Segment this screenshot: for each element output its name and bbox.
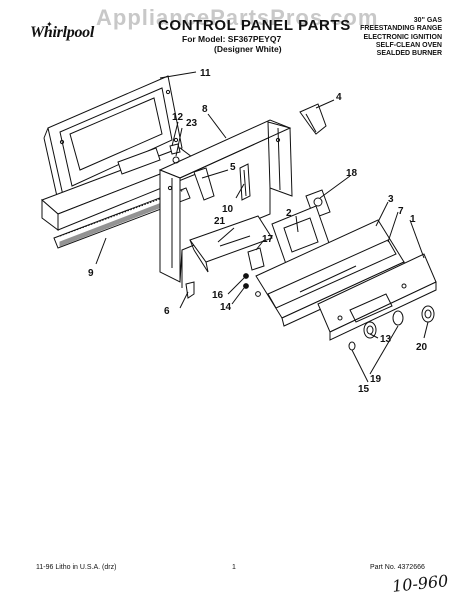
- callout-2: 2: [286, 208, 292, 219]
- part-end-cap: [300, 104, 326, 134]
- description-line: SELF-CLEAN OVEN: [375, 41, 442, 49]
- footer-print-info: 11-96 Litho in U.S.A. (drz): [36, 564, 117, 571]
- description-line: SEALDED BURNER: [376, 50, 442, 58]
- footer-page-number: 1: [232, 564, 236, 571]
- callout-8: 8: [202, 104, 208, 115]
- part-heat-shield: [190, 216, 272, 272]
- brand-logo-star-icon: ✦: [46, 20, 53, 29]
- brand-logo: Whirlpool: [30, 24, 94, 41]
- part-control-panel-frame: [160, 120, 292, 288]
- callout-labels: 11 12 23 8 4 5 10 18 2 3 7 1 21 17 9 16 …: [88, 68, 428, 395]
- watermark-text: AppliancePartsPros.com: [96, 5, 379, 30]
- callout-23: 23: [186, 118, 198, 129]
- callout-12: 12: [172, 112, 184, 123]
- part-control-panel-front: [318, 254, 436, 340]
- part-rear-shield: [44, 76, 182, 210]
- part-bracket: [194, 164, 250, 200]
- callout-20: 20: [416, 342, 428, 353]
- description-line: FREESTANDING RANGE: [360, 25, 442, 33]
- page-title: CONTROL PANEL PARTS: [158, 17, 351, 34]
- part-control-knobs: [349, 306, 434, 350]
- model-finish: (Designer White): [214, 44, 282, 54]
- callout-18: 18: [346, 168, 358, 179]
- callout-4: 4: [336, 92, 342, 103]
- leader-lines: [96, 72, 428, 382]
- callout-9: 9: [88, 268, 94, 279]
- callout-1: 1: [410, 214, 416, 225]
- callout-14: 14: [220, 302, 232, 313]
- callout-21: 21: [214, 216, 226, 227]
- callout-11: 11: [200, 68, 211, 79]
- callout-15: 15: [358, 384, 370, 395]
- callout-7: 7: [398, 206, 404, 217]
- part-clip: [170, 144, 180, 163]
- callout-13: 13: [380, 334, 392, 345]
- callout-10: 10: [222, 204, 234, 215]
- callout-6: 6: [164, 306, 170, 317]
- description-line: ELECTRONIC IGNITION: [363, 33, 442, 41]
- model-number: For Model: SF367PEYQ7: [182, 34, 282, 44]
- callout-17: 17: [262, 234, 274, 245]
- part-switch-block: [248, 248, 264, 270]
- description-line: 30" GAS: [413, 17, 442, 24]
- part-overlay-strip: [268, 240, 396, 308]
- callout-5: 5: [230, 162, 236, 173]
- part-fasteners: [186, 274, 260, 298]
- callout-3: 3: [388, 194, 394, 205]
- footer-part-number: Part No. 4372666: [370, 564, 425, 571]
- callout-16: 16: [212, 290, 224, 301]
- product-description: 30" GAS FREESTANDING RANGE ELECTRONIC IG…: [360, 17, 442, 58]
- callout-19: 19: [370, 374, 382, 385]
